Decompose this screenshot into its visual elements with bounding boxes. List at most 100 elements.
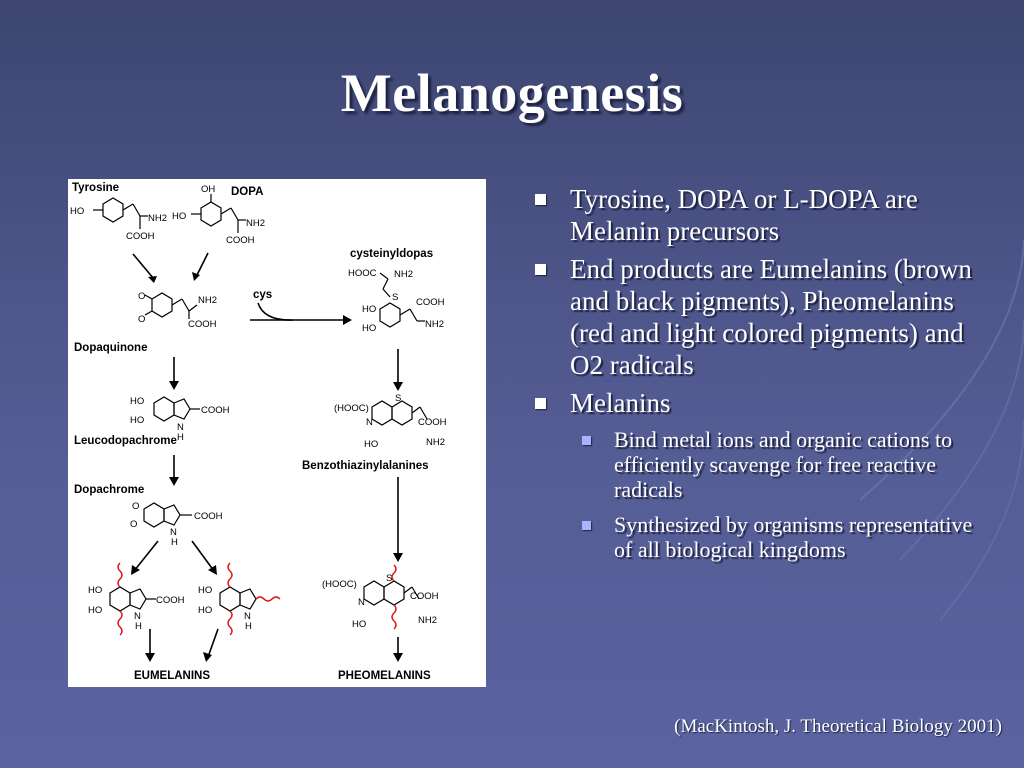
eumelanin-right-ho-bottom: HO (198, 605, 212, 616)
benzothiazinyl-nh2: NH2 (426, 437, 445, 448)
square-bullet-icon (535, 264, 546, 275)
arrow-tyrosine-to-dopaquinone (132, 253, 155, 280)
leucodopachrome-ho-top: HO (130, 396, 144, 407)
square-bullet-icon (535, 194, 546, 205)
leucodopachrome-cooh: COOH (201, 405, 230, 416)
dopachrome-cooh: COOH (194, 511, 223, 522)
dopaquinone-structure (144, 292, 198, 319)
cysteinyldopas-ho-top: HO (362, 304, 376, 315)
sub-bullet-list: Bind metal ions and organic cations to e… (570, 427, 982, 562)
tyrosine-ho: HO (70, 206, 84, 217)
cysteinyldopas-ho-bottom: HO (362, 323, 376, 334)
eumelanin-left-cooh: COOH (156, 595, 185, 606)
dopaquinone-o-bottom: O (138, 314, 145, 325)
sub-bullet-item: Synthesized by organisms representative … (568, 512, 982, 562)
dopachrome-o: O (132, 501, 139, 512)
cys-curve (257, 302, 294, 321)
arrowhead (169, 381, 179, 390)
label-leucodopachrome: Leucodopachrome (74, 435, 177, 447)
square-sub-bullet-icon (582, 436, 591, 445)
benzothiazinyl-n: N (366, 417, 373, 428)
arrowhead (208, 565, 217, 575)
cysteinyldopas-hooc: HOOC (348, 268, 377, 279)
pheomelanin-s: S (386, 573, 392, 584)
arrowhead (169, 477, 179, 486)
cysteinyldopas-nh2-top: NH2 (394, 269, 413, 280)
arrow-to-eumelanins-right (207, 628, 219, 658)
arrowhead (203, 652, 212, 662)
eumelanin-right-n: N (244, 611, 251, 622)
label-dopaquinone: Dopaquinone (74, 342, 147, 354)
dopa-ho: HO (172, 211, 186, 222)
dopaquinone-o-top: O (138, 291, 145, 302)
cysteinyldopas-structure (379, 272, 425, 328)
dopa-cooh: COOH (226, 235, 255, 246)
benzothiazinyl-ho: HO (364, 439, 378, 450)
cysteinyldopas-nh2: NH2 (425, 319, 444, 330)
bullet-text: End products are Eumelanins (brown and b… (570, 254, 972, 380)
bullet-text: Melanins (570, 388, 671, 418)
dopachrome-structure (143, 502, 192, 528)
melanogenesis-pathway-diagram: Tyrosine HO NH2 COOH DOPA OH HO NH2 COOH (68, 179, 486, 687)
label-pheomelanins: PHEOMELANINS (338, 670, 431, 682)
pheomelanin-unit (363, 564, 420, 630)
pheomelanin-n: N (358, 597, 365, 608)
arrowhead (343, 315, 352, 325)
benzothiazinyl-structure (371, 400, 428, 426)
arrowhead (148, 276, 157, 283)
eumelanin-left-h: H (135, 621, 142, 632)
arrow-dopachrome-right (191, 540, 215, 572)
dopachrome-n: N (170, 527, 177, 538)
pheomelanin-cooh: COOH (410, 591, 439, 602)
slide-title: Melanogenesis (340, 63, 684, 123)
leucodopachrome-h: H (177, 432, 184, 443)
label-cysteinyldopas: cysteinyldopas (350, 248, 433, 260)
tyrosine-nh2: NH2 (148, 213, 167, 224)
eumelanin-unit-right (219, 562, 281, 636)
pathway-svg: Tyrosine HO NH2 COOH DOPA OH HO NH2 COOH (70, 182, 447, 682)
dopa-oh: OH (201, 184, 215, 195)
dopa-structure (191, 194, 246, 233)
dopachrome-o-minus: O (130, 519, 137, 530)
pheomelanin-hooc: (HOOC) (322, 579, 357, 590)
arrow-dopachrome-left (133, 540, 159, 572)
sub-bullet-item: Bind metal ions and organic cations to e… (568, 427, 982, 502)
cysteinyldopas-cooh: COOH (416, 297, 445, 308)
citation: (MacKintosh, J. Theoretical Biology 2001… (674, 716, 1002, 737)
label-benzothiazinylalanines: Benzothiazinylalanines (302, 460, 429, 472)
benzothiazinyl-s: S (395, 393, 401, 404)
eumelanin-left-n: N (134, 611, 141, 622)
label-dopachrome: Dopachrome (74, 484, 144, 496)
label-tyrosine: Tyrosine (72, 182, 119, 194)
cysteinyldopas-s: S (392, 292, 398, 303)
dopa-nh2: NH2 (246, 218, 265, 229)
benzothiazinyl-cooh: COOH (418, 417, 447, 428)
pheomelanin-nh2: NH2 (418, 615, 437, 626)
label-eumelanins: EUMELANINS (134, 670, 210, 682)
leucodopachrome-ho-bottom: HO (130, 415, 144, 426)
dopaquinone-nh2: NH2 (198, 295, 217, 306)
eumelanin-right-ho-top: HO (198, 585, 212, 596)
pheomelanin-ho: HO (352, 619, 366, 630)
arrowhead (393, 653, 403, 662)
dopachrome-h: H (171, 537, 178, 548)
arrowhead (192, 272, 200, 281)
arrowhead (145, 653, 155, 662)
eumelanin-unit-left (109, 562, 156, 636)
square-bullet-icon (535, 398, 546, 409)
dopaquinone-cooh: COOH (188, 319, 217, 330)
bullet-item: Melanins Bind metal ions and organic cat… (532, 387, 982, 562)
label-dopa: DOPA (231, 186, 263, 198)
bullet-list: Tyrosine, DOPA or L-DOPA are Melanin pre… (532, 183, 982, 572)
label-cys: cys (253, 289, 272, 301)
eumelanin-left-ho-top: HO (88, 585, 102, 596)
bullet-text: Tyrosine, DOPA or L-DOPA are Melanin pre… (570, 184, 918, 246)
arrowhead (393, 382, 403, 391)
eumelanin-left-ho-bottom: HO (88, 605, 102, 616)
bullet-item: Tyrosine, DOPA or L-DOPA are Melanin pre… (532, 183, 982, 247)
arrowhead (393, 553, 403, 562)
benzothiazinyl-hooc: (HOOC) (334, 403, 369, 414)
square-sub-bullet-icon (582, 521, 591, 530)
sub-bullet-text: Synthesized by organisms representative … (614, 512, 973, 562)
sub-bullet-text: Bind metal ions and organic cations to e… (614, 427, 953, 502)
